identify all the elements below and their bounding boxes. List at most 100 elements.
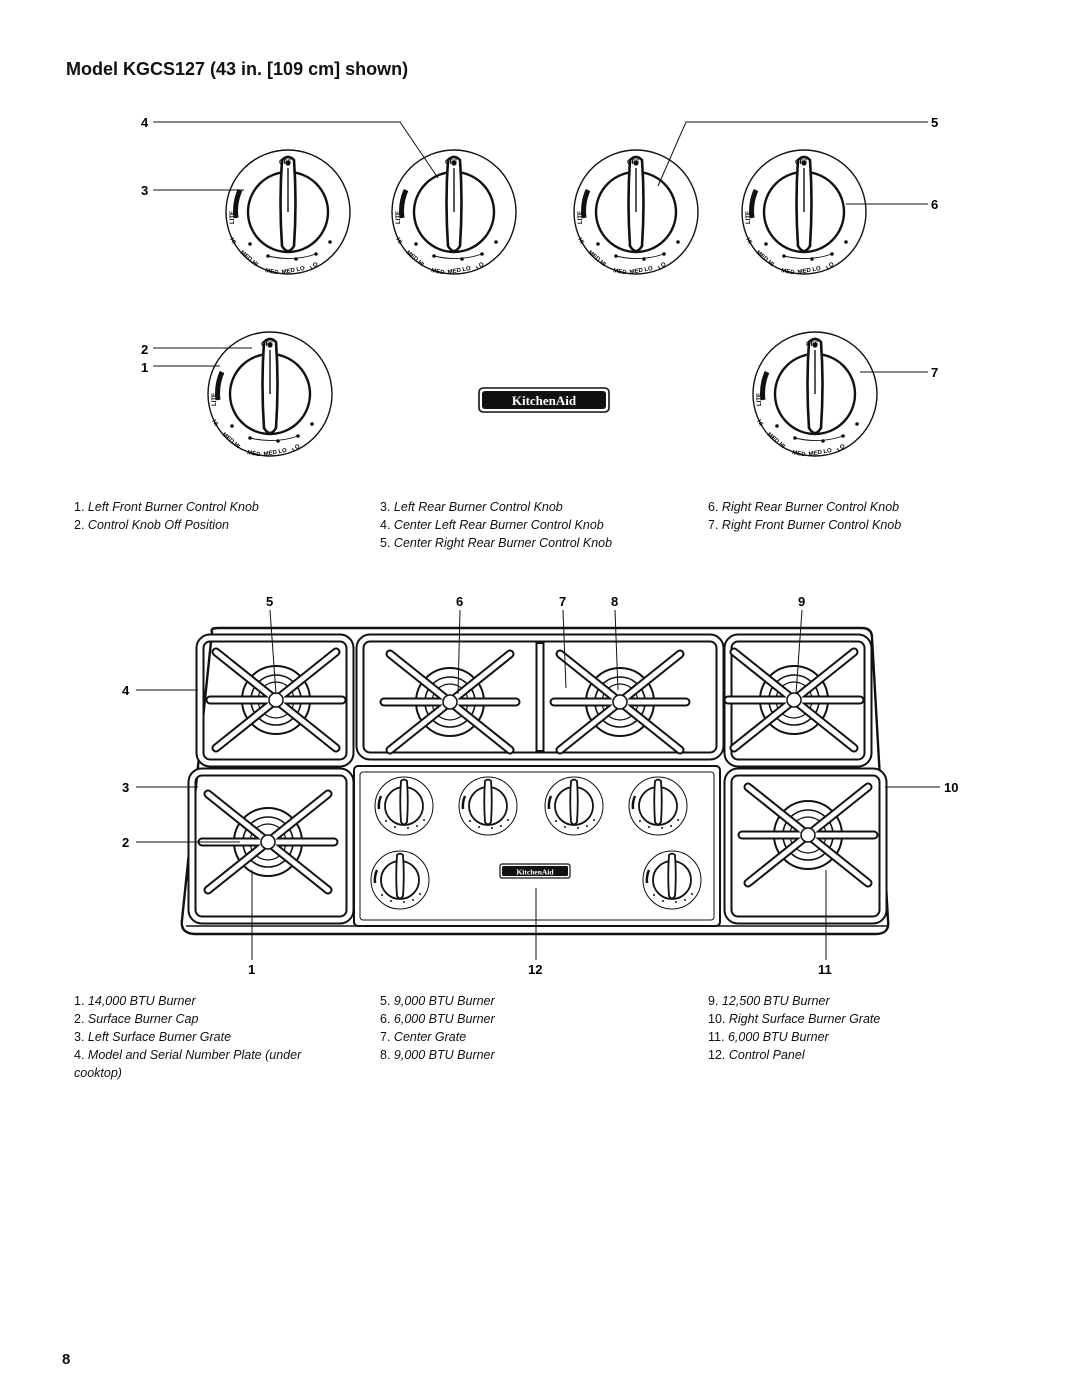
control-knobs-diagram: OFF OFF OFF OFF OFF OFF LITE LITE LITE L… — [141, 115, 938, 480]
dial-label-hi: HI — [210, 419, 218, 427]
dial-label-lite: LITE — [230, 211, 236, 224]
dial-label-med-hi: MED HI — [405, 250, 425, 268]
svg-text:KitchenAid: KitchenAid — [512, 393, 577, 408]
dial-label-med-hi: MED HI — [239, 250, 259, 268]
callout-7: 7 — [559, 594, 566, 609]
dial-label-med-lo: MED LO — [797, 266, 821, 276]
page-title: Model KGCS127 (43 in. [109 cm] shown) — [66, 59, 409, 79]
legend-item: 4. Model and Serial Number Plate (under … — [74, 1048, 302, 1080]
dial-label-off: OFF — [445, 160, 457, 166]
cooktop-legend-col2: 5. 9,000 BTU Burner 6. 6,000 BTU Burner … — [380, 992, 495, 1064]
dial-label-lo: LO — [475, 261, 485, 271]
left-surface-burner-grate — [187, 633, 355, 925]
dial-label-med: MED — [247, 450, 262, 458]
callout-4: 4 — [141, 115, 149, 130]
legend-item: 2. Control Knob Off Position — [74, 518, 229, 532]
control-panel: KitchenAid — [353, 765, 721, 927]
dial-label-lite: LITE — [746, 211, 752, 224]
dial-label-hi: HI — [755, 419, 763, 427]
dial-label-med-lo: MED LO — [281, 266, 305, 276]
callout-6: 6 — [456, 594, 463, 609]
callout-2: 2 — [122, 835, 129, 850]
legend-item: 5. Center Right Rear Burner Control Knob — [380, 536, 613, 550]
callout-2: 2 — [141, 342, 148, 357]
legend-item: 8. 9,000 BTU Burner — [380, 1048, 495, 1062]
dial-label-off: OFF — [806, 342, 818, 348]
dial-label-off: OFF — [795, 160, 807, 166]
callout-11: 11 — [818, 962, 832, 977]
legend-item: 2. Surface Burner Cap — [74, 1012, 199, 1026]
legend-item: 5. 9,000 BTU Burner — [380, 994, 495, 1008]
dial-label-med-lo: MED LO — [263, 448, 287, 458]
callout-10: 10 — [944, 780, 958, 795]
dial-label-med-lo: MED LO — [447, 266, 471, 276]
burner-9000-center — [554, 654, 686, 750]
burner-14000-left-front — [202, 794, 334, 890]
dial-label-hi: HI — [744, 237, 752, 245]
legend-item: 10. Right Surface Burner Grate — [708, 1012, 881, 1026]
callout-1: 1 — [141, 360, 148, 375]
dial-label-off: OFF — [627, 160, 639, 166]
dial-label-lite: LITE — [757, 393, 763, 406]
callout-8: 8 — [611, 594, 618, 609]
legend-item: 7. Center Grate — [380, 1030, 467, 1044]
dial-label-off: OFF — [279, 160, 291, 166]
dial-label-lo: LO — [825, 261, 835, 271]
burner-6000-center — [384, 654, 516, 750]
callout-12: 12 — [528, 962, 542, 977]
dial-label-lite: LITE — [396, 211, 402, 224]
legend-item: 3. Left Rear Burner Control Knob — [380, 500, 563, 514]
callout-6: 6 — [931, 197, 938, 212]
knob-legend-col1: 1. Left Front Burner Control Knob 2. Con… — [74, 498, 259, 534]
cooktop-legend-col1: 1. 14,000 BTU Burner 2. Surface Burner C… — [74, 992, 304, 1082]
kitchenaid-logo: KitchenAid — [478, 387, 610, 413]
legend-item: 3. Left Surface Burner Grate — [74, 1030, 232, 1044]
dial-label-med-hi: MED HI — [587, 250, 607, 268]
legend-item: 9. 12,500 BTU Burner — [708, 994, 830, 1008]
callout-5: 5 — [931, 115, 938, 130]
callout-4: 4 — [122, 683, 130, 698]
callout-9: 9 — [798, 594, 805, 609]
callout-1: 1 — [248, 962, 255, 977]
dial-label-med-lo: MED LO — [629, 266, 653, 276]
legend-item: 4. Center Left Rear Burner Control Knob — [380, 518, 604, 532]
legend-item: 6. Right Rear Burner Control Knob — [708, 500, 900, 514]
burner-6000-right-front — [742, 787, 874, 883]
dial-label-lo: LO — [657, 261, 667, 271]
knob-legend-col3: 6. Right Rear Burner Control Knob 7. Rig… — [708, 498, 901, 534]
legend-item: 6. 6,000 BTU Burner — [380, 1012, 495, 1026]
burner-12500-right-rear — [728, 652, 860, 748]
dial-label-hi: HI — [576, 237, 584, 245]
legend-item: 11. 6,000 BTU Burner — [708, 1030, 829, 1044]
cooktop-diagram: KitchenAid 5 6 7 8 9 4 3 2 10 1 12 11 — [122, 594, 958, 977]
dial-label-med: MED — [781, 268, 796, 276]
dial-label-lo: LO — [309, 261, 319, 271]
dial-label-med: MED — [792, 450, 807, 458]
dial-label-off: OFF — [261, 342, 273, 348]
dial-label-hi: HI — [228, 237, 236, 245]
dial-label-med-hi: MED HI — [766, 432, 786, 450]
dial-label-med: MED — [265, 268, 280, 276]
dial-label-hi: HI — [394, 237, 402, 245]
legend-item: 7. Right Front Burner Control Knob — [708, 518, 902, 532]
dial-label-lite: LITE — [578, 211, 584, 224]
callout-5: 5 — [266, 594, 273, 609]
dial-label-med-hi: MED HI — [755, 250, 775, 268]
knob-legend-col2: 3. Left Rear Burner Control Knob 4. Cent… — [380, 498, 612, 552]
dial-label-lo: LO — [836, 443, 846, 453]
burner-9000-left-rear — [210, 652, 342, 748]
cooktop-legend-col3: 9. 12,500 BTU Burner 10. Right Surface B… — [708, 992, 880, 1064]
center-grate — [355, 633, 725, 761]
dial-label-med: MED — [431, 268, 446, 276]
dial-label-med-hi: MED HI — [221, 432, 241, 450]
legend-item: 1. 14,000 BTU Burner — [74, 994, 196, 1008]
dial-label-lo: LO — [291, 443, 301, 453]
dial-label-lite: LITE — [212, 393, 218, 406]
callout-7: 7 — [931, 365, 938, 380]
callout-3: 3 — [141, 183, 148, 198]
svg-text:KitchenAid: KitchenAid — [516, 868, 554, 877]
dial-label-med: MED — [613, 268, 628, 276]
legend-item: 1. Left Front Burner Control Knob — [74, 500, 259, 514]
page-number: 8 — [62, 1351, 71, 1368]
dial-label-med-lo: MED LO — [808, 448, 832, 458]
